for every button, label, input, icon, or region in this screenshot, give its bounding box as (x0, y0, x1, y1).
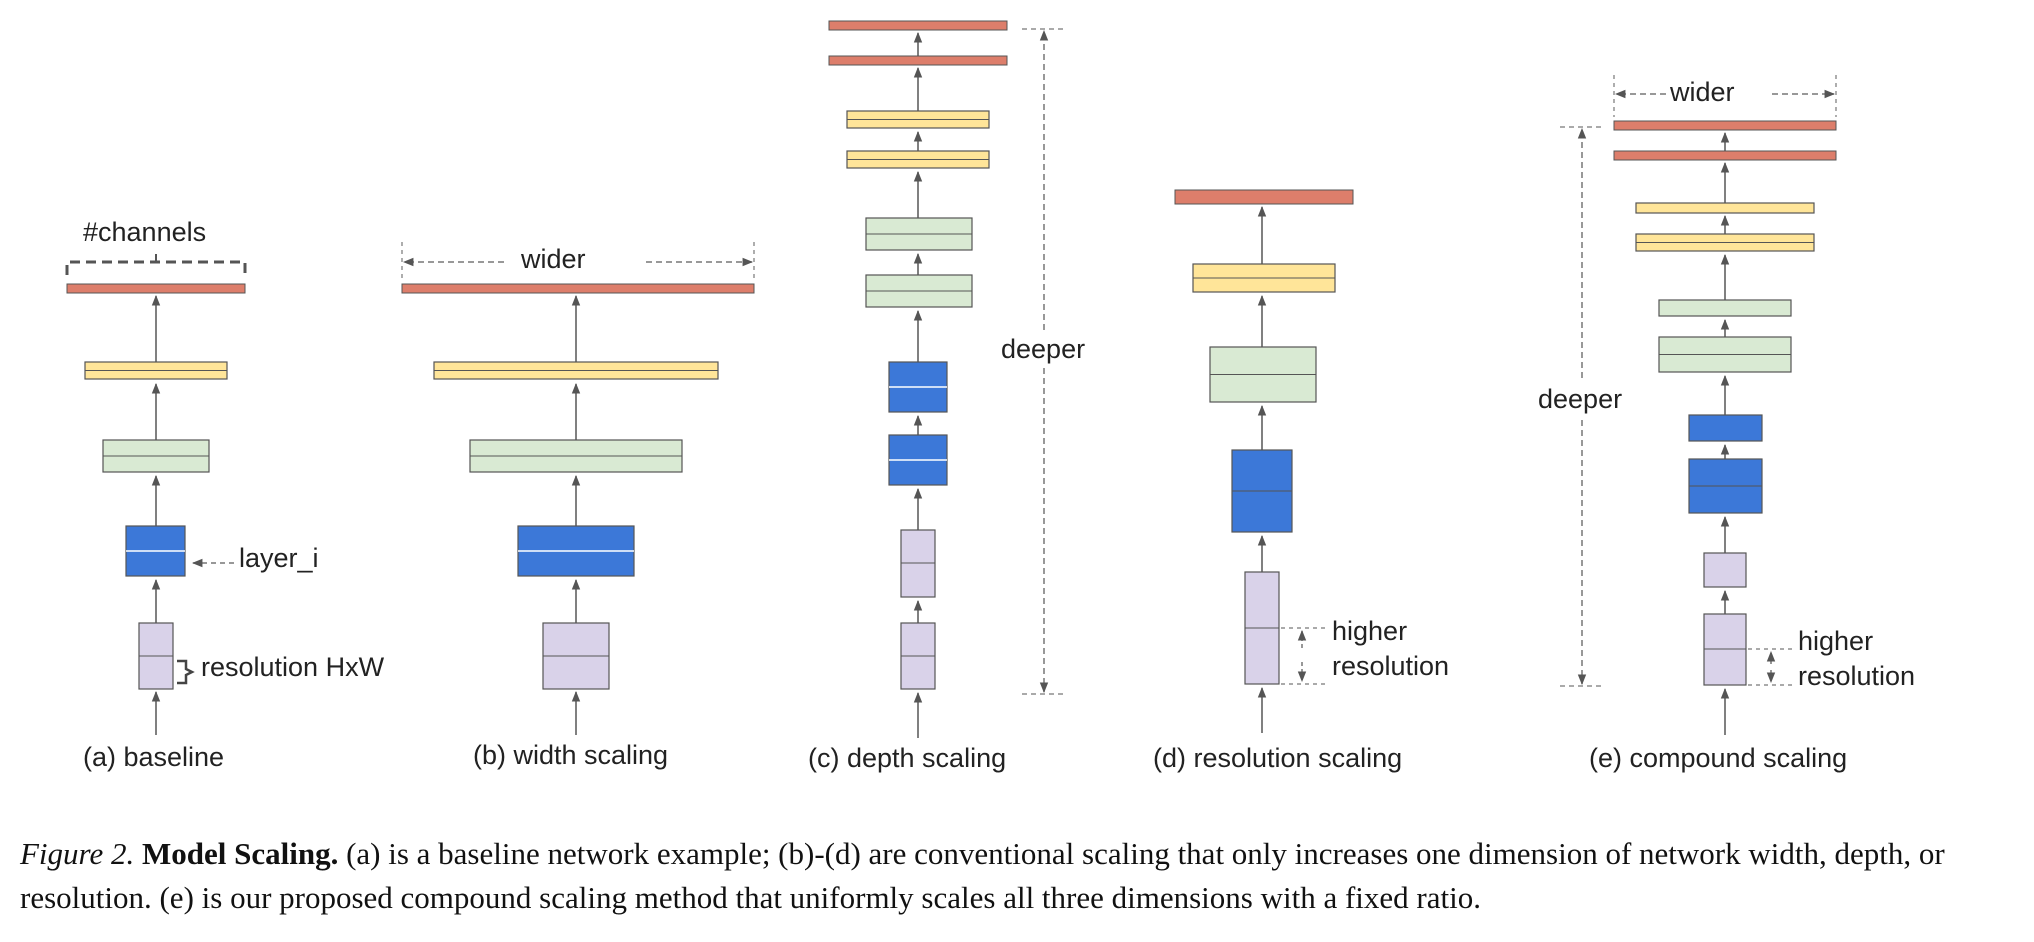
yellow-block (846, 110, 990, 129)
yellow-block (846, 150, 990, 169)
yellow-block (433, 361, 719, 380)
higher-label: higher (1332, 616, 1407, 646)
panel-a-baseline: #channels layer_i resolution HxW (a) bas… (65, 217, 385, 772)
channels-label: #channels (83, 217, 206, 247)
red-block (828, 55, 1008, 66)
yellow-block (1635, 233, 1815, 252)
green-block (865, 274, 973, 308)
yellow-block (84, 361, 228, 380)
green-block (469, 439, 683, 473)
panel-c-depth-scaling: deeper (c) depth scaling (808, 20, 1085, 773)
purple-block (900, 622, 936, 690)
wider-label: wider (1669, 77, 1735, 107)
blue-block (888, 434, 948, 486)
resolution-label: resolution (1798, 661, 1915, 691)
red-block (1613, 150, 1837, 161)
resolution-brace (177, 659, 195, 685)
panel-label: (e) compound scaling (1589, 743, 1847, 773)
purple-block (1703, 613, 1747, 686)
panel-label: (d) resolution scaling (1153, 743, 1402, 773)
caption-figure-number: Figure 2. (20, 836, 135, 871)
red-block (828, 20, 1008, 31)
blue-block (1688, 414, 1763, 442)
panel-label: (b) width scaling (473, 740, 668, 770)
purple-block (1703, 552, 1747, 588)
deeper-label: deeper (1001, 334, 1085, 364)
red-block (401, 283, 755, 294)
blue-block (1688, 458, 1763, 514)
layer-label: layer_i (239, 543, 319, 573)
yellow-block (1635, 202, 1815, 214)
panel-label: (c) depth scaling (808, 743, 1006, 773)
blue-block (1231, 449, 1293, 533)
yellow-block (1192, 263, 1336, 293)
purple-block (542, 622, 610, 690)
green-block (102, 439, 210, 473)
higher-label: higher (1798, 626, 1873, 656)
red-block (1174, 189, 1354, 205)
green-block (1658, 336, 1792, 373)
red-block (66, 283, 246, 294)
blue-block (517, 525, 635, 577)
blue-block (125, 525, 186, 577)
deeper-label: deeper (1538, 384, 1622, 414)
purple-block (138, 622, 174, 690)
green-block (1209, 346, 1317, 403)
caption-title: Model Scaling. (141, 836, 339, 871)
red-block (1613, 120, 1837, 131)
panel-e-compound-scaling: wider deeper higher resolution (e) compo… (1538, 75, 1915, 773)
panel-b-width-scaling: wider (b) width scaling (401, 242, 755, 770)
panel-label: (a) baseline (83, 742, 224, 772)
wider-label: wider (520, 244, 586, 274)
panel-d-resolution-scaling: higher resolution (d) resolution scaling (1153, 189, 1449, 773)
blue-block (888, 361, 948, 413)
purple-block (900, 529, 936, 598)
green-block (865, 217, 973, 251)
resolution-hxw-label: resolution HxW (201, 652, 385, 682)
purple-block (1244, 571, 1280, 685)
green-block (1658, 299, 1792, 317)
resolution-label: resolution (1332, 651, 1449, 681)
caption-text: (a) is a baseline network example; (b)-(… (20, 836, 1945, 915)
channels-bracket (65, 260, 247, 275)
figure-caption: Figure 2. Model Scaling. (a) is a baseli… (20, 832, 2020, 920)
